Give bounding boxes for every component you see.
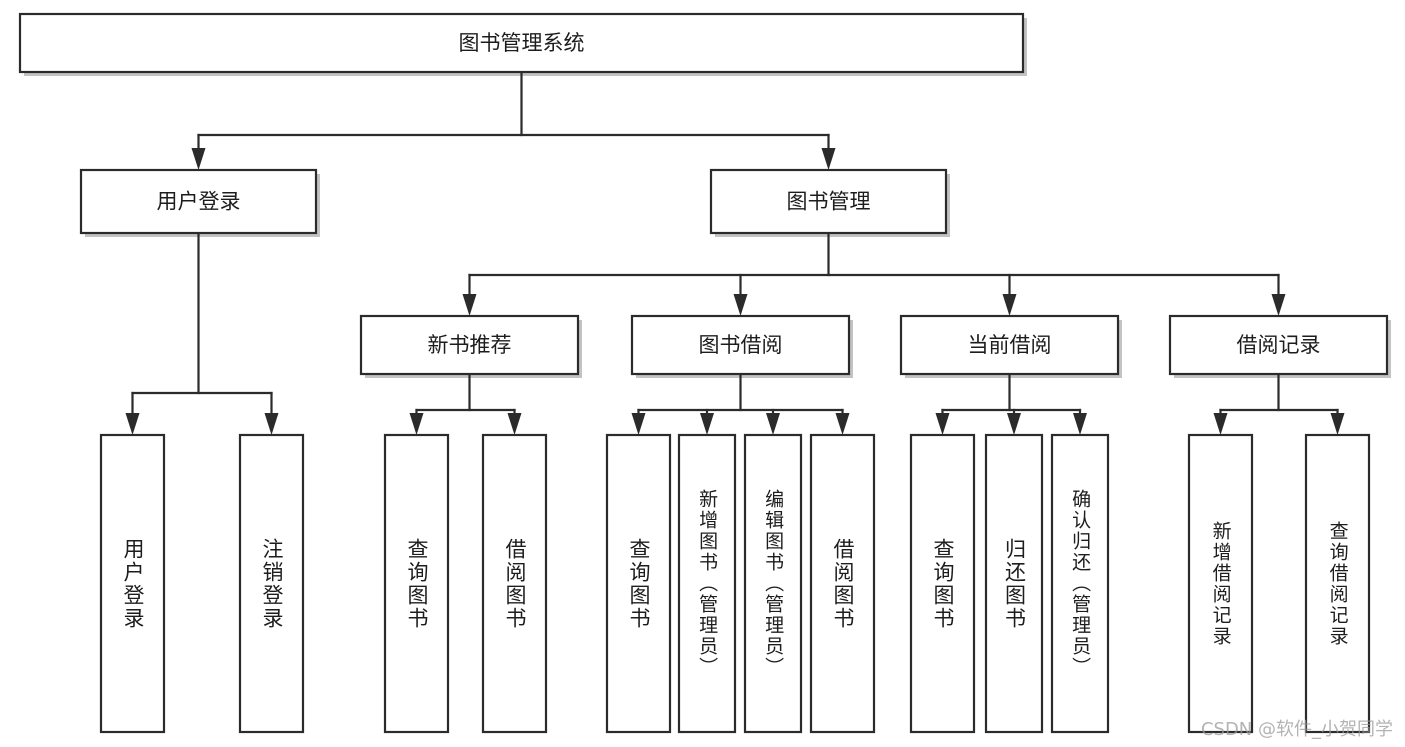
node-l3-2[interactable]	[899, 314, 1120, 376]
root-arrow-0	[191, 148, 206, 170]
leaf-box-0[interactable]	[99, 433, 166, 734]
node-l3-1-label: 图书借阅	[699, 333, 783, 357]
node-l3-3[interactable]	[1168, 314, 1389, 376]
leafgrp-4-arrow-0	[1213, 413, 1228, 435]
leaf-box-9[interactable]	[984, 433, 1044, 734]
leaf-box-6[interactable]	[743, 433, 803, 734]
leafgrp-0-arrow-1	[264, 413, 279, 435]
leaf-box-5[interactable]	[677, 433, 737, 734]
leafgrp-3-arrow-0	[935, 413, 950, 435]
leafgrp-3-arrow-2	[1073, 413, 1087, 435]
leaf-box-7[interactable]	[809, 433, 876, 734]
node-l2-0-label: 用户登录	[157, 190, 241, 214]
leafgrp-1-arrow-0	[409, 413, 424, 435]
leafgrp-2-arrow-2	[766, 413, 780, 435]
leaf-box-11[interactable]	[1187, 433, 1254, 734]
mgmt-arrow-3	[1271, 294, 1286, 316]
node-l2-0[interactable]	[79, 168, 318, 235]
leafgrp-0-arrow-0	[125, 413, 140, 435]
node-box-layer	[18, 12, 1389, 734]
connector-layer	[125, 70, 1345, 435]
node-l3-0-label: 新书推荐	[428, 333, 512, 357]
node-l3-1[interactable]	[630, 314, 851, 376]
leafgrp-2-arrow-3	[835, 413, 850, 435]
node-root[interactable]	[18, 12, 1025, 74]
node-l2-1[interactable]	[709, 168, 948, 235]
node-l3-0[interactable]	[359, 314, 580, 376]
watermark-text: CSDN @软件_小贺同学	[1200, 719, 1393, 740]
mgmt-arrow-2	[1002, 294, 1017, 316]
node-root-label: 图书管理系统	[459, 31, 585, 55]
leafgrp-4-arrow-1	[1330, 413, 1345, 435]
leaf-box-12[interactable]	[1304, 433, 1371, 734]
leaf-box-10[interactable]	[1050, 433, 1110, 734]
mgmt-arrow-0	[462, 294, 477, 316]
leafgrp-2-arrow-1	[700, 413, 714, 435]
leaf-box-3[interactable]	[481, 433, 548, 734]
node-l2-1-label: 图书管理	[787, 190, 871, 214]
leafgrp-1-arrow-1	[507, 413, 522, 435]
leaf-box-1[interactable]	[238, 433, 305, 734]
leaf-box-2[interactable]	[383, 433, 450, 734]
leafgrp-3-arrow-1	[1007, 413, 1021, 435]
leaf-box-8[interactable]	[909, 433, 976, 734]
root-arrow-1	[821, 148, 836, 170]
leafgrp-2-arrow-0	[631, 413, 646, 435]
node-l3-2-label: 当前借阅	[968, 333, 1052, 357]
leaf-box-4[interactable]	[605, 433, 672, 734]
node-l3-3-label: 借阅记录	[1237, 333, 1321, 357]
mgmt-arrow-1	[733, 294, 748, 316]
